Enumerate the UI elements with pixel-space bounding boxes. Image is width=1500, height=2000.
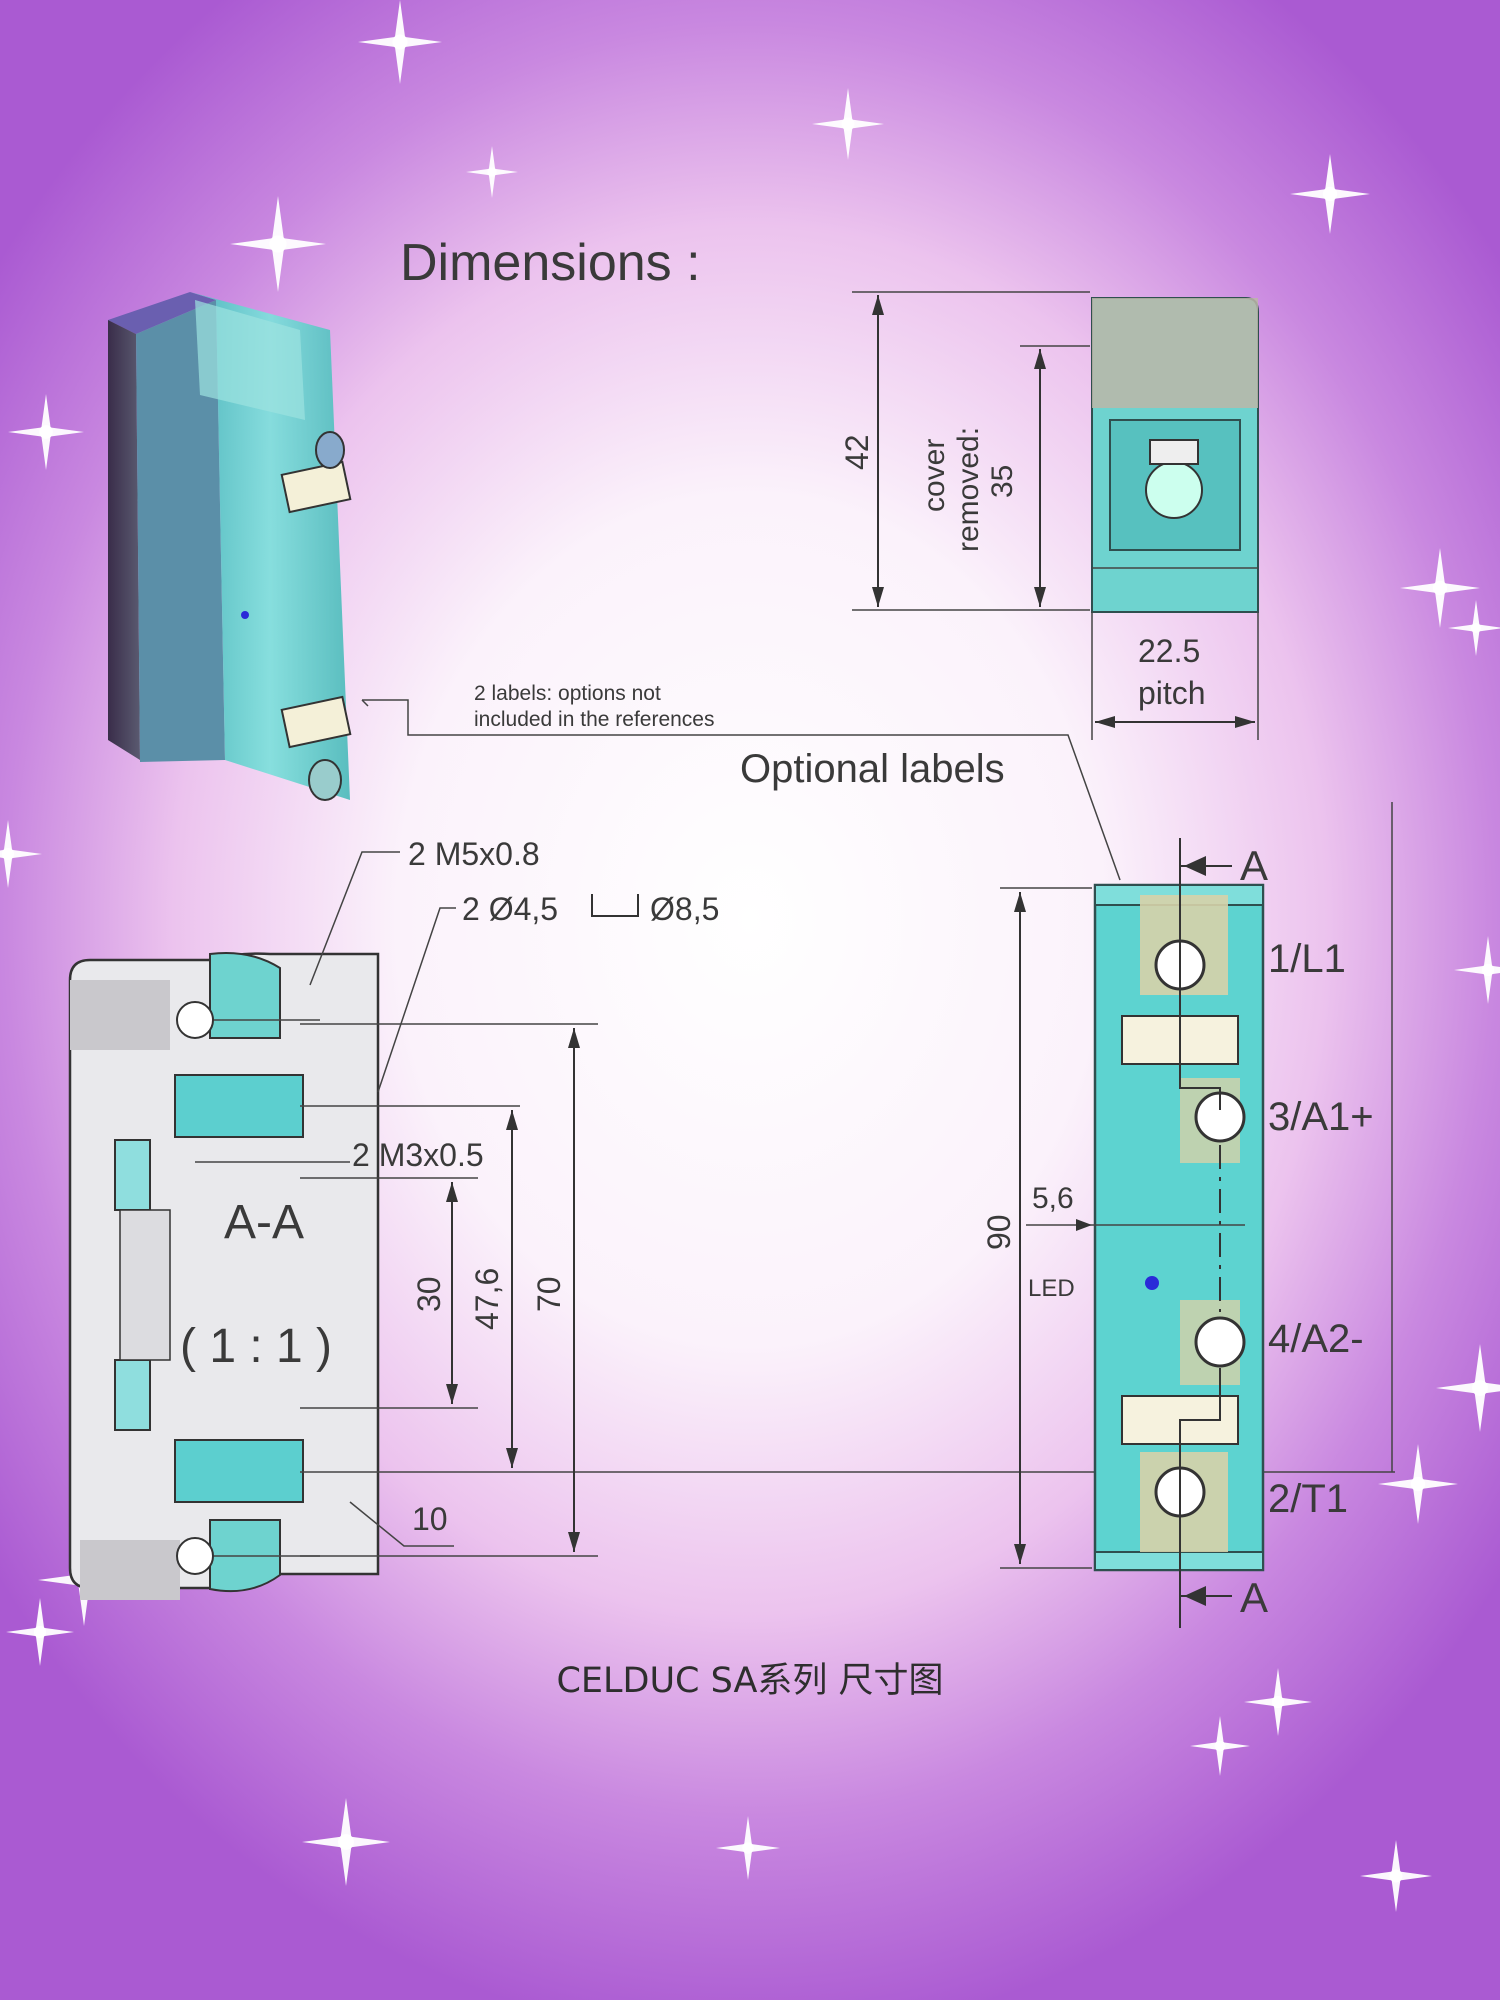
iso-screw-top bbox=[315, 431, 345, 469]
section-view bbox=[68, 951, 380, 1600]
terminal-label-3: 4/A2- bbox=[1268, 1317, 1364, 1361]
sparkle-icon bbox=[1290, 154, 1370, 234]
dim-cover-removed-line2: removed: bbox=[952, 427, 985, 552]
labels-note-line1: 2 labels: options not bbox=[474, 682, 661, 705]
sparkle-icon bbox=[466, 146, 518, 198]
counterbore-spec: Ø8,5 bbox=[650, 891, 719, 927]
screw-m5-spec: 2 M5x0.8 bbox=[408, 836, 540, 872]
figure-caption: CELDUC SA系列 尺寸图 bbox=[556, 1661, 944, 1701]
terminal-label-1: 1/L1 bbox=[1268, 937, 1346, 981]
dim-section-10: 10 bbox=[412, 1501, 448, 1537]
iso-label-bottom bbox=[280, 695, 352, 749]
side-view bbox=[1091, 297, 1259, 613]
dim-cover-removed-line3: 35 bbox=[986, 465, 1019, 498]
section-name: A-A bbox=[224, 1196, 304, 1249]
sparkle-icon bbox=[1436, 1344, 1500, 1432]
dim-section-47-6: 47,6 bbox=[469, 1268, 505, 1330]
dim-pitch-value: 22.5 bbox=[1138, 633, 1200, 669]
terminal-label-2: 3/A1+ bbox=[1268, 1095, 1374, 1139]
counterbore-symbol bbox=[591, 894, 639, 917]
sparkle-icon bbox=[230, 196, 326, 292]
sparkle-icon bbox=[0, 820, 42, 888]
section-marker-bottom: A bbox=[1240, 1574, 1268, 1621]
section-scale: ( 1 : 1 ) bbox=[180, 1320, 332, 1373]
section-marker-top: A bbox=[1240, 842, 1268, 889]
isometric-view bbox=[108, 292, 352, 801]
iso-label-top bbox=[280, 460, 352, 514]
sparkle-icon bbox=[1360, 1840, 1432, 1912]
labels-note-line2: included in the references bbox=[474, 708, 715, 731]
sparkle-icon bbox=[716, 1816, 780, 1880]
sparkle-icon bbox=[302, 1798, 390, 1886]
iso-led bbox=[241, 611, 249, 619]
hole-spec: 2 Ø4,5 bbox=[462, 891, 558, 927]
front-view bbox=[1093, 838, 1265, 1628]
sparkle-icon bbox=[1190, 1716, 1250, 1776]
sparkle-icon bbox=[1454, 936, 1500, 1004]
sparkle-icon bbox=[358, 0, 442, 84]
led-indicator bbox=[1145, 1276, 1159, 1290]
optional-labels-title: Optional labels bbox=[740, 747, 1005, 791]
iso-screw-bottom bbox=[308, 759, 342, 801]
sparkle-icon bbox=[6, 1598, 74, 1666]
dim-led-offset: 5,6 bbox=[1032, 1182, 1074, 1215]
terminal-label-4: 2/T1 bbox=[1268, 1477, 1348, 1521]
sparkle-icon bbox=[1448, 600, 1500, 656]
dim-section-30: 30 bbox=[411, 1276, 447, 1312]
sparkle-icon bbox=[1378, 1444, 1458, 1524]
drawing-title: Dimensions : bbox=[400, 234, 701, 292]
sparkle-icon bbox=[8, 394, 84, 470]
sparkle-icon bbox=[1244, 1668, 1312, 1736]
sparkle-icon bbox=[1400, 548, 1480, 628]
terminal-screw-4 bbox=[1194, 1316, 1246, 1368]
dim-pitch-label: pitch bbox=[1138, 675, 1206, 711]
dim-cover-removed-line1: cover bbox=[918, 439, 951, 512]
led-label: LED bbox=[1028, 1275, 1075, 1302]
screw-m3-spec: 2 M3x0.5 bbox=[352, 1137, 484, 1173]
sparkle-icon bbox=[812, 88, 884, 160]
dim-height-42: 42 bbox=[839, 434, 875, 470]
dim-front-90: 90 bbox=[981, 1214, 1017, 1250]
dim-section-70: 70 bbox=[531, 1276, 567, 1312]
